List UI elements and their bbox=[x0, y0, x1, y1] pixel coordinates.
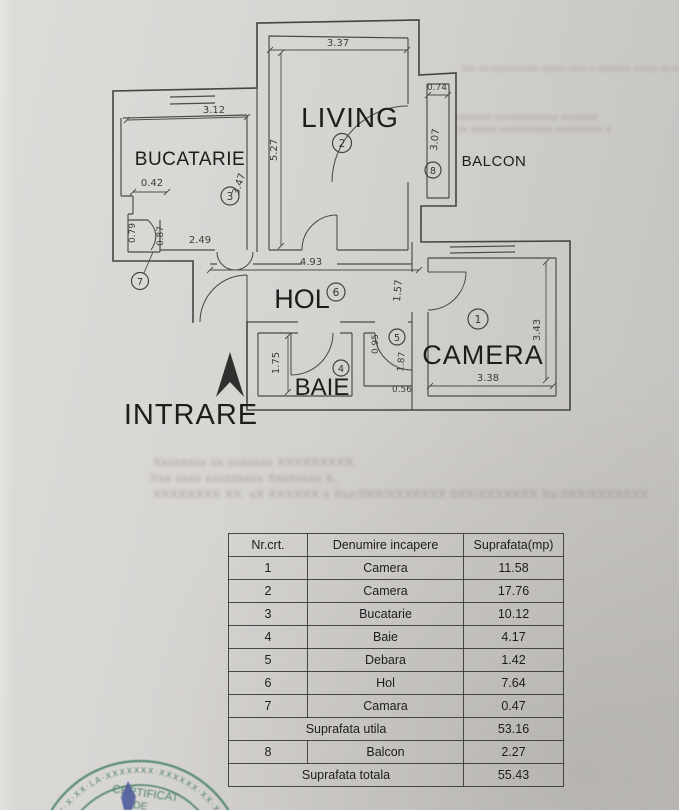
room-number-living: 2 bbox=[339, 138, 346, 150]
redacted-address-line-2: Xxx xxxx xxxxxxxxx Xxxxxxxx X, bbox=[150, 471, 338, 485]
header-nr: Nr.crt. bbox=[228, 533, 308, 557]
dim-bucatarie-width: 3.12 bbox=[203, 105, 225, 116]
door-arcs bbox=[147, 105, 467, 376]
room-label-camera: CAMERA bbox=[422, 340, 544, 370]
dim-baie-width: 1.75 bbox=[271, 352, 282, 374]
redacted-text-block-1: xxxxxxx xxxxxxxxxxxx xxxxxxx bbox=[455, 112, 598, 123]
room-labels: LIVING BUCATARIE BALCON HOL CAMERA BAIE … bbox=[124, 102, 544, 431]
room-label-intrare: INTRARE bbox=[124, 399, 258, 431]
room-label-living: LIVING bbox=[301, 102, 399, 133]
room-label-hol: HOL bbox=[274, 284, 330, 314]
room-label-bucatarie: BUCATARIE bbox=[135, 149, 245, 170]
dimension-texts: 3.37 5.27 0.74 3.07 3.12 3.47 0.42 0.79 … bbox=[128, 38, 543, 395]
room-number-camera: 1 bbox=[475, 314, 482, 326]
room-label-balcon: BALCON bbox=[462, 153, 527, 170]
dim-kitchen-front: 2.49 bbox=[189, 235, 211, 246]
dim-nisa-width: 0.42 bbox=[141, 178, 163, 189]
room-number-camara: 7 bbox=[137, 277, 143, 288]
redacted-text-top: xxx xx xxxxxxxxxx xxxxx xxxx x xxxxxxx x… bbox=[462, 63, 679, 73]
dim-camara-depth: 0.87 bbox=[156, 226, 166, 246]
dim-debara-bottom: 0.56 bbox=[392, 385, 412, 395]
dim-debara-height: 1.87 bbox=[396, 351, 408, 372]
dim-camara-width: 0.79 bbox=[128, 223, 138, 243]
redacted-address-line-3: XXXXXXXX XX. xX XXXXXX x Xxx:0XX/XXXXXXX… bbox=[153, 487, 649, 501]
dim-balcon-width: 0.74 bbox=[427, 83, 447, 93]
dim-hol-width: 1.57 bbox=[392, 279, 405, 302]
dim-debara-width: 0.95 bbox=[371, 334, 381, 354]
table-header-row: Nr.crt. Denumire incapere Suprafata(mp) bbox=[228, 533, 564, 557]
room-number-hol: 6 bbox=[333, 287, 340, 299]
area-table: Nr.crt. Denumire incapere Suprafata(mp) … bbox=[228, 533, 564, 787]
redacted-text-block-2: xx xxxxx xxxxxxxxxx xxxxxxxxx x bbox=[457, 124, 612, 135]
walls bbox=[112, 19, 571, 411]
dim-living-width: 3.37 bbox=[327, 38, 349, 49]
dim-camera-height: 3.43 bbox=[532, 319, 543, 341]
dim-camera-width: 3.38 bbox=[477, 373, 499, 384]
room-number-balcon: 8 bbox=[430, 166, 436, 177]
redacted-address-line-1: Xxxxxxxx xx xxxxxxx XXXXXXXXX, bbox=[153, 455, 358, 469]
dim-bucatarie-height: 3.47 bbox=[231, 172, 248, 197]
dim-hol-length: 4.93 bbox=[300, 257, 322, 268]
room-number-circles: 1 2 3 4 5 6 7 8 bbox=[130, 132, 489, 377]
room-number-bucatarie: 3 bbox=[227, 191, 234, 203]
header-area: Suprafata(mp) bbox=[463, 533, 564, 557]
header-name: Denumire incapere bbox=[307, 533, 464, 557]
room-number-baie: 4 bbox=[338, 364, 344, 375]
entrance-arrow bbox=[216, 352, 244, 397]
room-label-baie: BAIE bbox=[295, 374, 350, 401]
dimension-lines bbox=[123, 46, 557, 396]
room-number-debara: 5 bbox=[394, 333, 400, 344]
dim-balcon-height: 3.07 bbox=[429, 128, 442, 151]
walls-inner bbox=[120, 35, 557, 410]
stamp: X·XX·XXXX·X·XX·LA·XXXXXXX·XXXXXX·XX·XXXX… bbox=[41, 759, 237, 810]
dim-living-height: 5.27 bbox=[269, 139, 280, 161]
stamp-logo-mark bbox=[121, 781, 136, 810]
stamp-subtitle: DE bbox=[132, 799, 148, 810]
